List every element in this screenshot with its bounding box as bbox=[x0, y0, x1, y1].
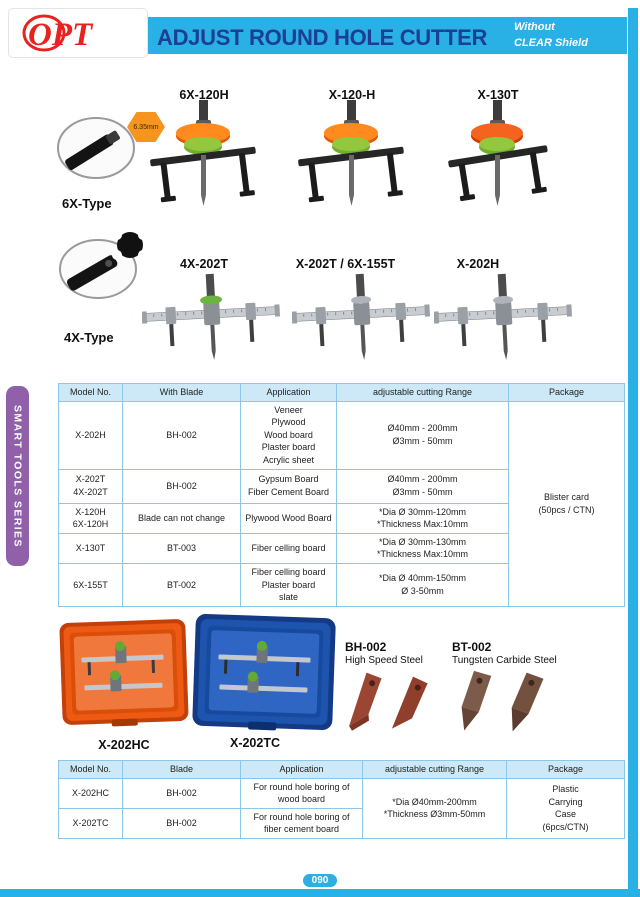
blade-name-bh-002: High Speed Steel bbox=[345, 655, 423, 666]
cell-blade: BT-002 bbox=[122, 562, 241, 607]
blade-code-bh-002: BH-002 bbox=[345, 640, 387, 654]
product-label-x-202h: X-202H bbox=[456, 257, 500, 271]
cell-blade: BT-003 bbox=[122, 532, 241, 564]
hole-cutter-x-202h-image bbox=[434, 273, 572, 360]
cell-range: *Dia Ø40mm-200mm *Thickness Ø3mm-50mm bbox=[362, 777, 507, 839]
cell-range: Ø40mm - 200mm Ø3mm - 50mm bbox=[336, 468, 509, 504]
right-accent-strip bbox=[628, 8, 638, 897]
type-label-4x: 4X-Type bbox=[64, 330, 114, 345]
hole-cutter-x-120-h-image bbox=[298, 100, 404, 206]
table-row: X-202TC BH-002 For round hole boring of … bbox=[58, 807, 625, 839]
cell-model: X-202TC bbox=[58, 807, 123, 839]
opt-logo: OPT bbox=[8, 8, 148, 58]
blade-bt-002-image bbox=[461, 670, 544, 732]
cell-model: X-120H 6X-120H bbox=[58, 502, 123, 534]
col-header-model: Model No. bbox=[58, 760, 123, 779]
hole-cutter-6x-120h-image bbox=[150, 100, 256, 206]
cell-package: Plastic Carrying Case (6pcs/CTN) bbox=[506, 777, 625, 839]
product-label-x-202t-6x-155t: X-202T / 6X-155T bbox=[295, 257, 396, 271]
series-banner-label: SMART TOOLS SERIES bbox=[11, 404, 24, 548]
opt-logo-icon: OPT bbox=[22, 14, 94, 53]
cell-model: X-202HC bbox=[58, 777, 123, 809]
col-header-model: Model No. bbox=[58, 383, 123, 402]
col-header-range: adjustable cutting Range bbox=[336, 383, 509, 402]
product-label-x-130t: X-130T bbox=[477, 88, 519, 102]
cell-application: Gypsum Board Fiber Cement Board bbox=[240, 468, 337, 504]
col-header-with-blade: With Blade bbox=[122, 383, 241, 402]
blade-bh-002-image bbox=[349, 672, 428, 731]
case-label-x-202tc: X-202TC bbox=[229, 736, 281, 750]
cell-blade: BH-002 bbox=[122, 400, 241, 470]
blade-name-bt-002: Tungsten Carbide Steel bbox=[452, 655, 557, 666]
cell-blade: BH-002 bbox=[122, 807, 241, 839]
hole-cutter-x-130t-image bbox=[448, 100, 548, 206]
cell-range: *Dia Ø 40mm-150mm Ø 3-50mm bbox=[336, 562, 509, 607]
page-title: ADJUST ROUND HOLE CUTTER bbox=[157, 25, 488, 50]
table-row: X-120H 6X-120H Blade can not change Plyw… bbox=[58, 502, 625, 534]
cell-model: 6X-155T bbox=[58, 562, 123, 607]
cell-range: *Dia Ø 30mm-120mm *Thickness Max:10mm bbox=[336, 502, 509, 534]
case-label-x-202hc: X-202HC bbox=[98, 738, 150, 752]
table-header-row: Model No. Blade Application adjustable c… bbox=[58, 760, 625, 779]
table-row: 6X-155T BT-002 Fiber celling board Plast… bbox=[58, 562, 625, 607]
hole-cutter-x-202t-6x-155t-image bbox=[292, 273, 430, 360]
product-label-6x-120h: 6X-120H bbox=[179, 88, 229, 102]
cell-application: For round hole boring of fiber cement bo… bbox=[240, 807, 363, 839]
cell-model: X-202T 4X-202T bbox=[58, 468, 123, 504]
product-label-x-120-h: X-120-H bbox=[328, 88, 376, 102]
page-number-badge: 090 bbox=[301, 872, 339, 889]
cell-range: *Dia Ø 30mm-130mm *Thickness Max:10mm bbox=[336, 532, 509, 564]
cell-model: X-202H bbox=[58, 400, 123, 470]
case-x-202tc-image bbox=[192, 613, 336, 731]
col-header-package: Package bbox=[506, 760, 625, 779]
cell-range: Ø40mm - 200mm Ø3mm - 50mm bbox=[336, 400, 509, 470]
shank-4x-cross-section-icon bbox=[112, 230, 148, 260]
cell-application: Plywood Wood Board bbox=[240, 502, 337, 534]
hole-cutter-4x-202t-image bbox=[142, 273, 280, 360]
cell-blade: Blade can not change bbox=[122, 502, 241, 534]
table-row: X-202HC BH-002 For round hole boring of … bbox=[58, 777, 625, 839]
cell-application: For round hole boring of wood board bbox=[240, 777, 363, 809]
page-number: 090 bbox=[311, 875, 329, 886]
table-row: X-202H BH-002 Veneer Plywood Wood board … bbox=[58, 400, 625, 607]
cell-model: X-130T bbox=[58, 532, 123, 564]
cell-application: Fiber celling board Plaster board slate bbox=[240, 562, 337, 607]
shank-6x-image bbox=[57, 117, 135, 179]
spec-table-main: Model No. With Blade Application adjusta… bbox=[58, 383, 625, 607]
col-header-package: Package bbox=[508, 383, 625, 402]
cell-blade: BH-002 bbox=[122, 777, 241, 809]
cell-blade: BH-002 bbox=[122, 468, 241, 504]
type-label-6x: 6X-Type bbox=[62, 196, 112, 211]
col-header-blade: Blade bbox=[122, 760, 241, 779]
bottom-accent-bar bbox=[0, 889, 640, 897]
col-header-range: adjustable cutting Range bbox=[362, 760, 507, 779]
blade-code-bt-002: BT-002 bbox=[452, 640, 492, 654]
cell-application: Veneer Plywood Wood board Plaster board … bbox=[240, 400, 337, 470]
product-label-4x-202t: 4X-202T bbox=[180, 257, 228, 271]
spec-table-cases: Model No. Blade Application adjustable c… bbox=[58, 760, 625, 839]
case-x-202hc-image bbox=[59, 619, 189, 727]
table-row: X-202T 4X-202T BH-002 Gypsum Board Fiber… bbox=[58, 468, 625, 504]
table-row: X-130T BT-003 Fiber celling board *Dia Ø… bbox=[58, 532, 625, 564]
col-header-application: Application bbox=[240, 383, 337, 402]
table-header-row: Model No. With Blade Application adjusta… bbox=[58, 383, 625, 402]
header-banner bbox=[148, 17, 627, 54]
opt-logo-text: OPT bbox=[28, 17, 94, 53]
shank-size-label: 6.35mm bbox=[133, 123, 159, 131]
cell-package: Blister card (50pcs / CTN) bbox=[508, 400, 625, 607]
page-subtitle: Without CLEAR Shield bbox=[514, 21, 588, 49]
col-header-application: Application bbox=[240, 760, 363, 779]
series-banner: SMART TOOLS SERIES bbox=[6, 386, 29, 566]
cell-application: Fiber celling board bbox=[240, 532, 337, 564]
